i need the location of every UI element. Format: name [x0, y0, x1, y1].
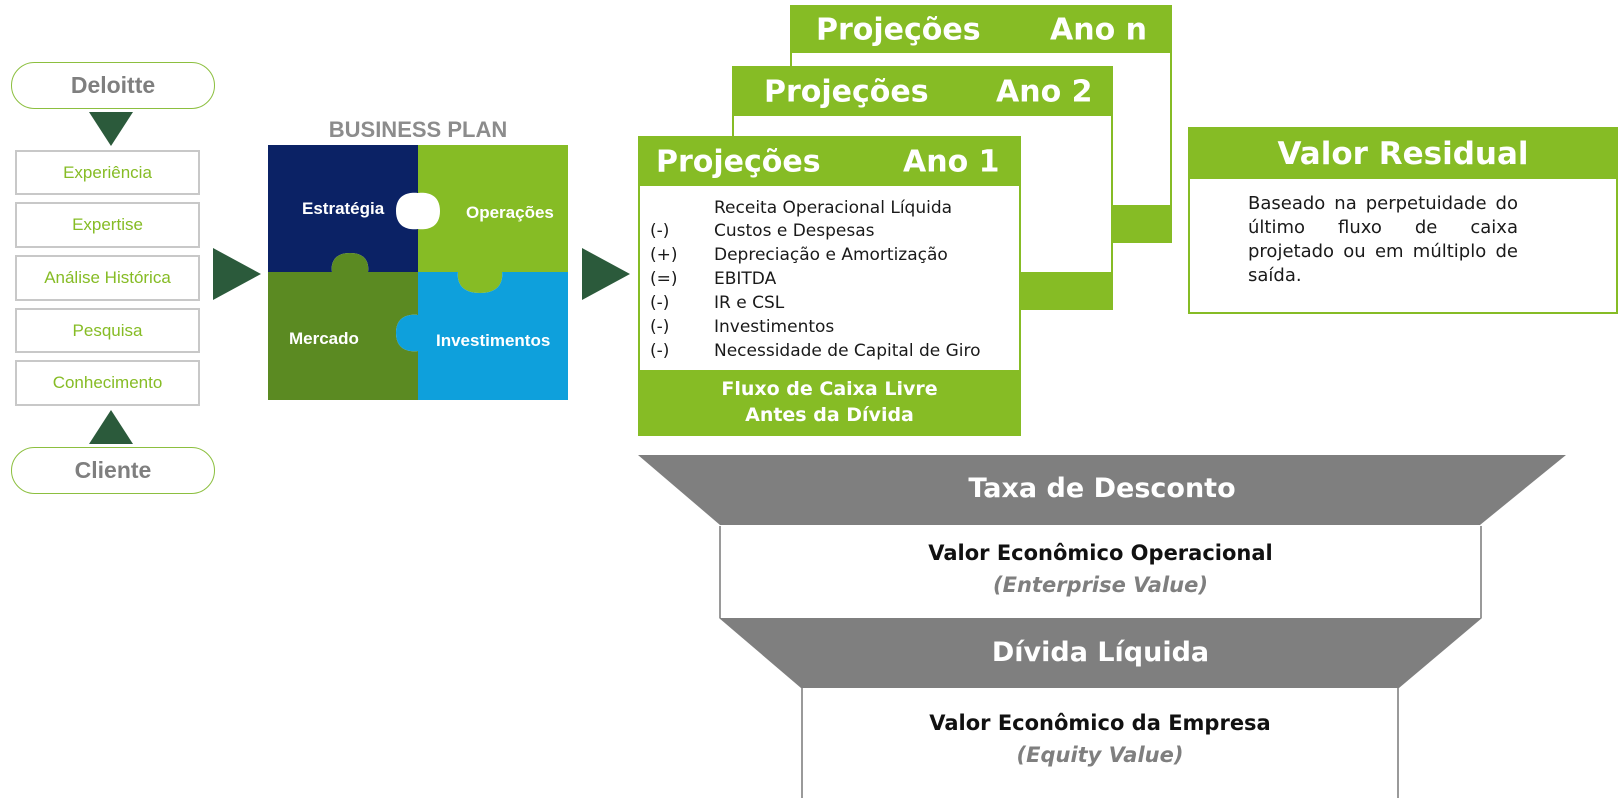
- list-item-label: Análise Histórica: [44, 268, 171, 287]
- right-arrow-icon: [582, 248, 630, 300]
- list-item-expertise: Expertise: [15, 202, 200, 248]
- list-item-label: Conhecimento: [52, 373, 163, 392]
- puzzle-label-operacoes: Operações: [466, 203, 554, 222]
- deloitte-label: Deloitte: [70, 72, 156, 98]
- puzzle-piece-mercado: [268, 253, 418, 400]
- puzzle-label-mercado: Mercado: [289, 329, 359, 348]
- list-item-pesquisa: Pesquisa: [15, 308, 200, 353]
- up-triangle-icon: [89, 410, 133, 444]
- calc-text: IR e CSL: [714, 293, 785, 313]
- projection-header-ano-2: Projeções Ano 2: [734, 68, 1111, 116]
- calc-text: Receita Operacional Líquida: [714, 198, 953, 218]
- puzzle-piece-operacoes: [418, 145, 568, 293]
- list-item-conhecimento: Conhecimento: [15, 360, 200, 406]
- calc-text: Custos e Despesas: [714, 221, 875, 241]
- calc-sign: (-): [650, 341, 670, 361]
- cliente-label: Cliente: [74, 457, 152, 483]
- enterprise-value-subtitle: (Enterprise Value): [993, 573, 1208, 597]
- projection-title: Projeções: [816, 12, 981, 48]
- residual-card: Valor Residual Baseado na perpetuidade d…: [1188, 127, 1618, 314]
- list-item-analise-historica: Análise Histórica: [15, 255, 200, 301]
- equity-value-box: [801, 688, 1399, 798]
- calc-sign: (-): [650, 221, 670, 241]
- footer-line-2: Antes da Dívida: [745, 404, 914, 426]
- equity-value-subtitle: (Equity Value): [1016, 743, 1184, 767]
- business-plan-title: BUSINESS PLAN: [328, 117, 508, 142]
- list-item-label: Experiência: [63, 162, 152, 182]
- calc-sign: (+): [650, 245, 678, 265]
- debt-funnel: [719, 618, 1482, 688]
- right-arrow-icon: [213, 248, 261, 300]
- puzzle-label-estrategia: Estratégia: [302, 199, 385, 218]
- cliente-pill: Cliente: [11, 447, 215, 494]
- projection-year: Ano 1: [903, 144, 1000, 180]
- calc-text: EBITDA: [714, 269, 777, 289]
- projection-title: Projeções: [764, 74, 929, 110]
- calc-text: Investimentos: [714, 317, 835, 337]
- residual-header: Valor Residual: [1190, 129, 1616, 179]
- projection-footer: Fluxo de Caixa Livre Antes da Dívida: [640, 370, 1019, 434]
- list-item-label: Expertise: [72, 215, 143, 234]
- puzzle-piece-investimentos: [396, 272, 568, 400]
- projection-card-ano-1: Projeções Ano 1 Receita Operacional Líqu…: [638, 136, 1021, 436]
- enterprise-value-title: Valor Econômico Operacional: [928, 541, 1273, 565]
- deloitte-pill: Deloitte: [11, 62, 215, 109]
- footer-line-1: Fluxo de Caixa Livre: [721, 378, 938, 400]
- discount-label: Taxa de Desconto: [968, 473, 1236, 504]
- calc-sign: (=): [650, 269, 678, 289]
- down-triangle-icon: [89, 112, 133, 146]
- projection-header-ano-n: Projeções Ano n: [792, 7, 1170, 53]
- residual-text: Baseado na perpetuidade do último fluxo …: [1248, 193, 1518, 286]
- discount-funnel: [638, 455, 1566, 525]
- calc-text: Necessidade de Capital de Giro: [714, 341, 981, 361]
- debt-label: Dívida Líquida: [991, 637, 1210, 668]
- residual-title: Valor Residual: [1277, 136, 1529, 172]
- list-item-label: Pesquisa: [72, 320, 143, 340]
- calc-text: Depreciação e Amortização: [714, 245, 948, 265]
- calc-sign: (-): [650, 317, 670, 337]
- business-plan-puzzle: [268, 145, 568, 400]
- equity-value-title: Valor Econômico da Empresa: [929, 711, 1271, 735]
- projection-year: Ano 2: [996, 74, 1093, 110]
- projection-title: Projeções: [656, 144, 821, 180]
- list-item-experiencia: Experiência: [15, 150, 200, 195]
- enterprise-value-box: [719, 526, 1482, 618]
- puzzle-piece-estrategia: [268, 145, 418, 272]
- calc-sign: (-): [650, 293, 670, 313]
- puzzle-label-investimentos: Investimentos: [436, 331, 551, 350]
- projection-header-ano-1: Projeções Ano 1: [640, 138, 1019, 186]
- projection-year: Ano n: [1050, 12, 1147, 48]
